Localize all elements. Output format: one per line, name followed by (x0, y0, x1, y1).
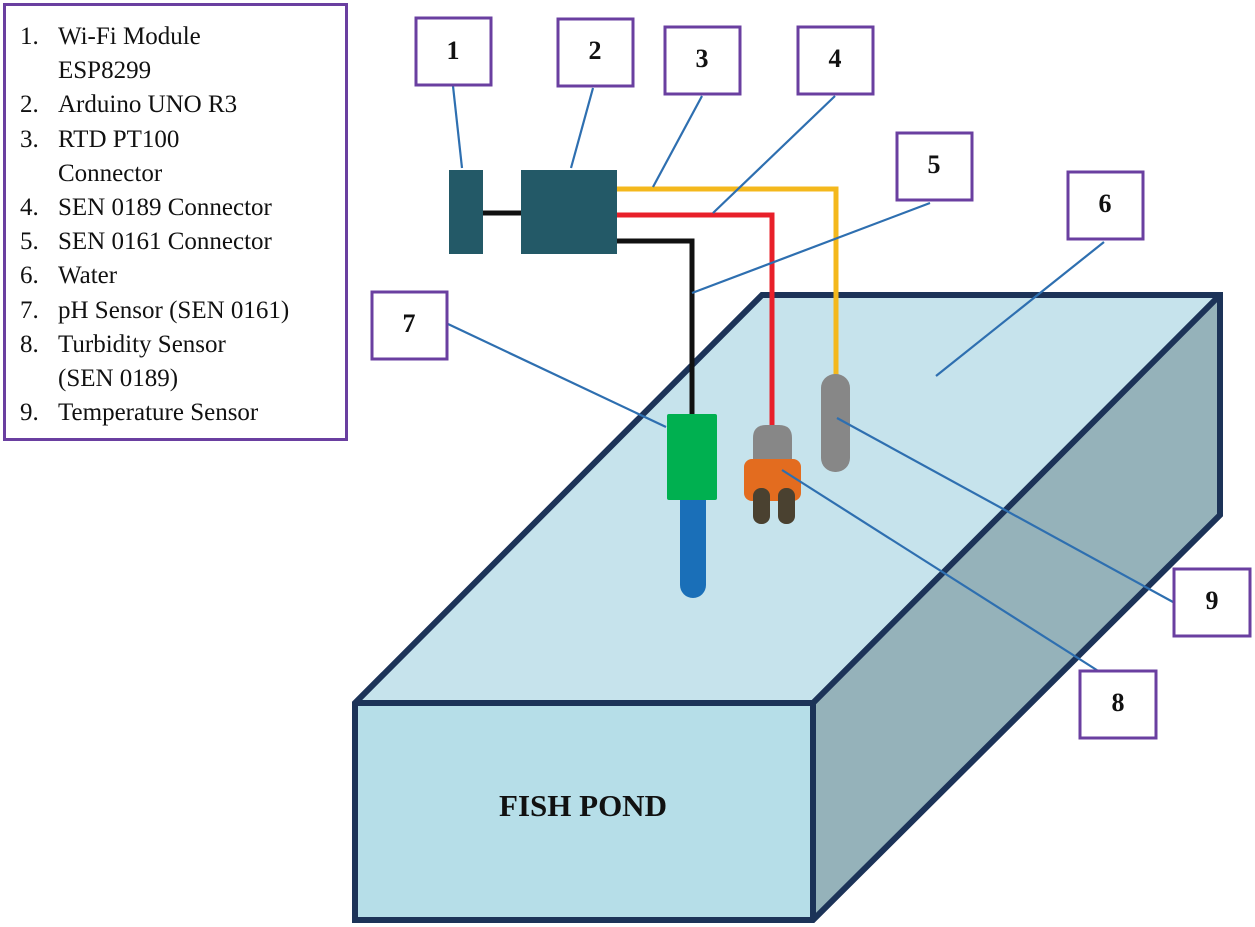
callouts: 1 2 3 4 5 6 7 8 (370, 16, 1252, 740)
legend-item-label: Water (58, 259, 345, 293)
turbidity-sensor-prong-left (753, 488, 770, 524)
leader-4 (712, 95, 836, 214)
legend-item-number: 3. (20, 125, 39, 153)
legend-item-number: 2. (20, 91, 39, 119)
legend-item-line: Wi-Fi Module (58, 23, 201, 50)
turbidity-sensor (744, 425, 801, 524)
leader-1 (451, 85, 464, 169)
leader-6 (935, 241, 1105, 377)
turbidity-sensor-cap (753, 425, 792, 470)
callout-1-label: 1 (447, 36, 460, 65)
legend-item-number: 5. (20, 228, 39, 256)
wire-black-ph (616, 238, 695, 415)
callout-5-label: 5 (928, 150, 941, 179)
callout-8: 8 (1078, 669, 1158, 740)
legend-item-number: 6. (20, 262, 39, 290)
callout-6-label: 6 (1099, 189, 1112, 218)
leader-8 (781, 469, 1104, 675)
legend-item-line: SEN 0161 Connector (58, 228, 272, 256)
leader-7 (447, 323, 667, 428)
legend-item-label: Temperature Sensor (58, 396, 345, 430)
leader-9 (836, 417, 1174, 603)
legend-item: 8. Turbidity Sensor (SEN 0189) (20, 328, 345, 396)
leader-5 (691, 201, 931, 295)
callout-3: 3 (663, 25, 742, 96)
legend-item: 4. SEN 0189 Connector (20, 191, 345, 225)
leader-2 (569, 87, 595, 169)
pond-title: FISH POND (499, 788, 667, 823)
legend-item-line: Arduino UNO R3 (58, 91, 238, 119)
leader-lines (447, 85, 1174, 675)
callout-9: 9 (1172, 567, 1252, 638)
legend-item-label: pH Sensor (SEN 0161) (58, 294, 345, 328)
legend-item-number: 4. (20, 194, 39, 222)
legend-item-number: 9. (20, 399, 39, 427)
callout-9-label: 9 (1206, 586, 1219, 615)
pond-right-face (813, 295, 1220, 920)
legend-item: 2. Arduino UNO R3 (20, 88, 345, 122)
callout-2: 2 (556, 17, 635, 88)
legend-item-line: Connector (58, 159, 163, 187)
legend-item-line: pH Sensor (SEN 0161) (58, 296, 290, 324)
legend-item-label: SEN 0161 Connector (58, 225, 345, 259)
callout-4: 4 (796, 25, 875, 96)
legend-item: 5. SEN 0161 Connector (20, 225, 345, 259)
legend-item-line: (SEN 0189) (58, 365, 179, 393)
fish-pond: FISH POND (352, 292, 1223, 923)
legend-item-line: Turbidity Sensor (58, 330, 226, 358)
callout-7: 7 (370, 290, 449, 361)
legend-item: 7. pH Sensor (SEN 0161) (20, 294, 345, 328)
legend-item-label: Arduino UNO R3 (58, 88, 345, 122)
legend-item-line: Temperature Sensor (58, 399, 259, 427)
ph-sensor (667, 414, 717, 598)
turbidity-sensor-prong-right (778, 488, 795, 524)
callout-1: 1 (414, 16, 493, 87)
wire-yellow-temperature (616, 186, 839, 378)
ph-sensor-probe (680, 500, 706, 598)
ph-sensor-body (667, 414, 717, 500)
callout-5: 5 (895, 131, 974, 202)
callout-3-label: 3 (696, 44, 709, 73)
pond-front-face (355, 703, 813, 920)
legend-item-line: SEN 0189 Connector (58, 194, 272, 222)
wire-red-turbidity (616, 212, 775, 428)
callout-6: 6 (1066, 170, 1145, 241)
legend-item-line: RTD PT100 (58, 125, 180, 153)
wifi-module (449, 170, 483, 254)
wires (482, 186, 839, 428)
legend-item-number: 7. (20, 296, 39, 324)
callout-2-label: 2 (589, 36, 602, 65)
callout-8-label: 8 (1112, 688, 1125, 717)
legend-item-line: ESP8299 (58, 57, 152, 85)
legend-item-label: Turbidity Sensor (SEN 0189) (58, 328, 345, 396)
legend-item: 6. Water (20, 259, 345, 293)
temperature-sensor (821, 374, 850, 472)
legend-item: 9. Temperature Sensor (20, 396, 345, 430)
arduino-board (521, 170, 617, 254)
legend-item-number: 1. (20, 23, 39, 50)
leader-3 (652, 95, 703, 188)
callout-4-label: 4 (829, 44, 842, 73)
legend-item-label: SEN 0189 Connector (58, 191, 345, 225)
legend-item-number: 8. (20, 330, 39, 358)
legend-item-line: Water (58, 262, 118, 290)
callout-7-label: 7 (403, 309, 416, 338)
